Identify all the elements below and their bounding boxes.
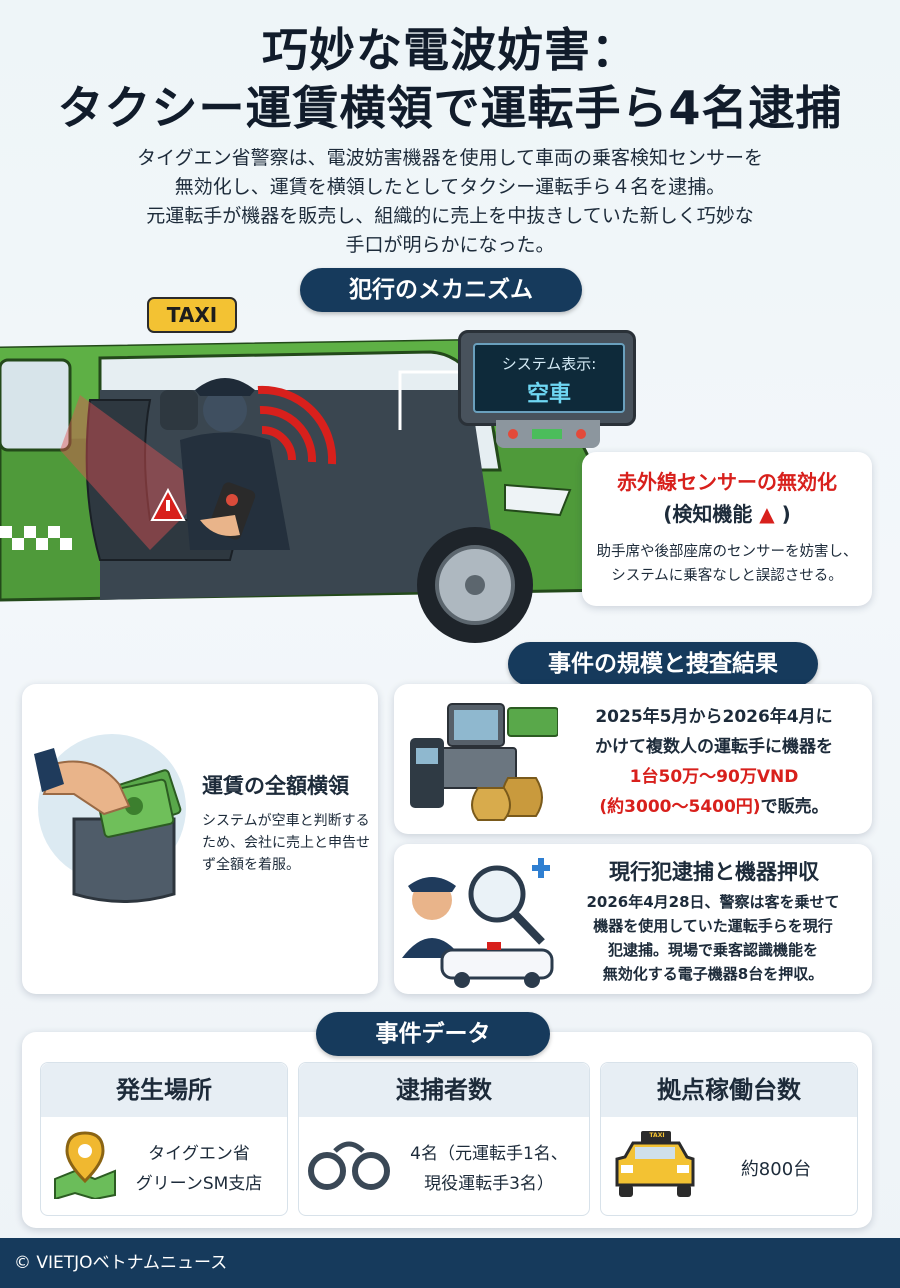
embezzle-desc-line: ず全額を着服。: [202, 857, 300, 873]
sales-line: 2025年5月から2026年4月に: [595, 707, 833, 727]
sales-tail: で販売。: [760, 797, 829, 817]
sensor-card: 赤外線センサーの無効化 (検知機能 ▲ ) 助手席や後部座席のセンサーを妨害し、…: [582, 452, 872, 606]
sensor-title: 赤外線センサーの無効化: [617, 470, 837, 494]
sensor-desc-line: システムに乗客なしと誤認させる。: [611, 568, 843, 584]
sales-line: かけて複数人の運転手に機器を: [595, 737, 833, 757]
lead-paragraph: タイグエン省警察は、電波妨害機器を使用して車両の乗客検知センサーを 無効化し、運…: [60, 144, 840, 260]
embezzle-desc-line: システムが空車と判断する: [202, 813, 370, 829]
sales-price: 1台50万～90万VND: [629, 767, 799, 787]
stat-line: グリーンSM支店: [135, 1174, 263, 1194]
system-display-label: システム表示:: [501, 355, 597, 373]
page-title-line1: 巧妙な電波妨害：: [262, 23, 638, 77]
taxi-icon: [615, 1131, 695, 1197]
arrest-card: 現行犯逮捕と機器押収 2026年4月28日、警察は客を乗せて 機器を使用していた…: [394, 844, 872, 994]
stat-line: 約800台: [740, 1159, 812, 1180]
arrest-description: 2026年4月28日、警察は客を乗せて 機器を使用していた運転手らを現行 犯逮捕…: [558, 890, 868, 986]
arrest-desc-line: 2026年4月28日、警察は客を乗せて: [586, 893, 840, 911]
stat-arrests: 逮捕者数 4名（元運転手1名、 現役運転手3名）: [298, 1062, 590, 1216]
stat-line: タイグエン省: [148, 1144, 250, 1164]
map-pin-icon: [54, 1131, 116, 1199]
red-led-icon: [576, 429, 586, 439]
section-label-mechanism: 犯行のメカニズム: [300, 268, 582, 312]
sales-price-yen: (約3000～5400円): [599, 797, 761, 817]
police-arrest-icon: [402, 858, 554, 988]
warning-icon: ▲: [759, 502, 775, 526]
display-device-base: [496, 420, 600, 448]
lead-line: 元運転手が機器を販売し、組織的に売上を中抜きしていた新しく巧妙な: [146, 205, 754, 227]
red-led-icon: [508, 429, 518, 439]
stat-line: 現役運転手3名）: [424, 1174, 554, 1194]
jammer-equipment-icon: [410, 703, 558, 821]
footer-bar: © VIETJOベトナムニュース: [0, 1238, 900, 1288]
arrest-desc-line: 犯逮捕。現場で乗客認識機能を: [607, 941, 818, 959]
stat-value: 4名（元運転手1名、 現役運転手3名）: [391, 1139, 587, 1199]
arrest-desc-line: 無効化する電子機器8台を押収。: [602, 965, 824, 983]
section-label-investigation: 事件の規模と捜査結果: [508, 642, 818, 686]
lead-line: 手口が明らかになった。: [345, 234, 555, 256]
lead-line: 無効化し、運賃を横領したとしてタクシー運転手ら４名を逮捕。: [174, 176, 726, 198]
green-indicator-icon: [532, 429, 562, 439]
arrest-desc-line: 機器を使用していた運転手らを現行: [593, 917, 833, 935]
stat-location: 発生場所 タイグエン省 グリーンSM支店: [40, 1062, 288, 1216]
sensor-subtitle: (検知機能 ▲ ): [582, 498, 872, 527]
stat-head: 拠点稼働台数: [601, 1063, 857, 1117]
mini-taxi-sign: TAXI: [649, 1132, 665, 1139]
page-title-line2: タクシー運賃横領で運転手ら4名逮捕: [57, 81, 843, 135]
stat-line: 4名（元運転手1名、: [410, 1144, 568, 1164]
embezzle-title: 運賃の全額横領: [202, 774, 349, 798]
handcuffs-icon: [308, 1141, 390, 1190]
sensor-desc-line: 助手席や後部座席のセンサーを妨害し、: [596, 544, 858, 560]
section-label-data: 事件データ: [316, 1012, 550, 1056]
stat-value: 約800台: [701, 1155, 851, 1181]
embezzle-card: 運賃の全額横領 システムが空車と判断する ため、会社に売上と申告せ ず全額を着服…: [22, 684, 378, 994]
embezzle-desc-line: ため、会社に売上と申告せ: [202, 835, 370, 851]
footer-credit: © VIETJOベトナムニュース: [14, 1253, 228, 1273]
stat-value: タイグエン省 グリーンSM支店: [117, 1139, 281, 1199]
pocket-money-icon: [34, 734, 186, 903]
stat-fleet: 拠点稼働台数 TAXI 約800台: [600, 1062, 858, 1216]
lead-line: タイグエン省警察は、電波妨害機器を使用して車両の乗客検知センサーを: [136, 147, 764, 169]
system-display-value: 空車: [526, 382, 571, 407]
taxi-roof-sign: TAXI: [166, 303, 218, 327]
system-display-device: システム表示: 空車: [458, 330, 636, 426]
sales-card: 2025年5月から2026年4月に かけて複数人の運転手に機器を 1台50万～9…: [394, 684, 872, 834]
sales-description: 2025年5月から2026年4月に かけて複数人の運転手に機器を 1台50万～9…: [564, 702, 864, 822]
sensor-description: 助手席や後部座席のセンサーを妨害し、 システムに乗客なしと誤認させる。: [582, 540, 872, 588]
stat-head: 逮捕者数: [299, 1063, 589, 1117]
arrest-title: 現行犯逮捕と機器押収: [609, 860, 819, 884]
embezzle-description: システムが空車と判断する ため、会社に売上と申告せ ず全額を着服。: [202, 810, 372, 876]
sensor-subtitle-text: (検知機能: [663, 502, 753, 526]
sensor-subtitle-end: ): [781, 502, 791, 526]
system-display-screen: システム表示: 空車: [473, 343, 625, 413]
stat-head: 発生場所: [41, 1063, 287, 1117]
